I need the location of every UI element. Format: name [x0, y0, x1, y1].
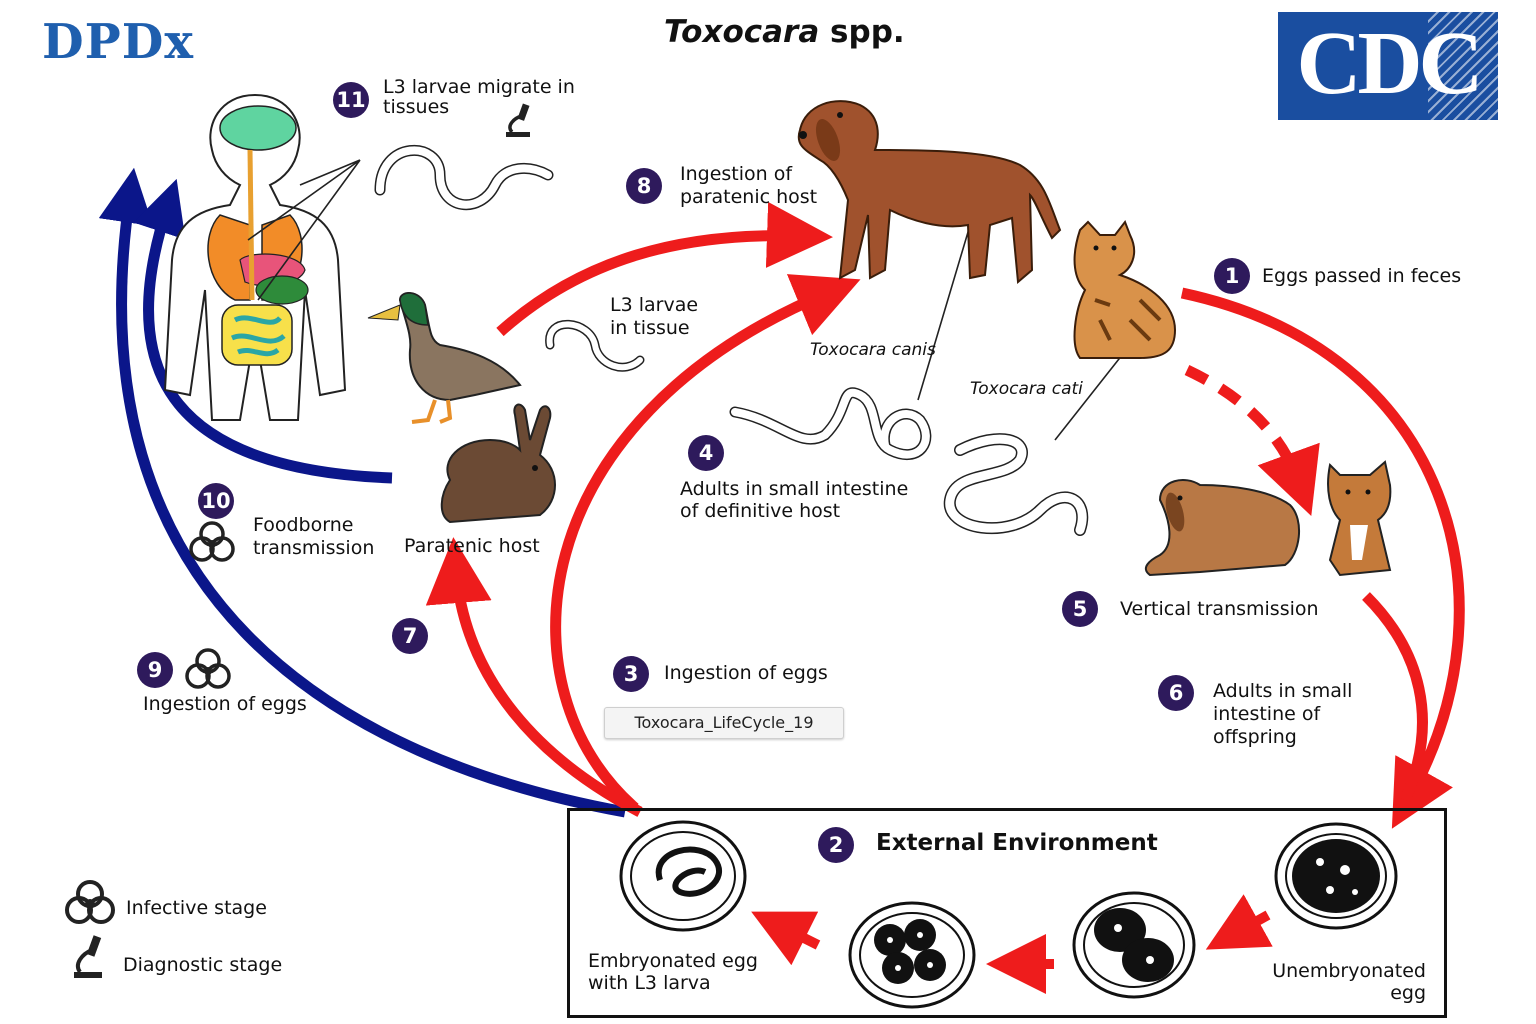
stage-label-4: Adults in small intestine of definitive …	[680, 478, 909, 522]
stage-number-3: 3	[613, 656, 649, 692]
stage-label-11: L3 larvae migrate in tissues	[383, 76, 575, 118]
legend-diagnostic-label: Diagnostic stage	[123, 954, 283, 976]
stage-number-5: 5	[1062, 591, 1098, 627]
biohazard-icon	[189, 521, 235, 562]
title-genus: Toxocara	[664, 14, 820, 50]
microscope-icon	[74, 935, 102, 978]
arrow-egg-3	[751, 911, 821, 966]
page-title: Toxocara spp.	[664, 14, 905, 50]
arrow-5-vertical	[1184, 365, 1320, 517]
dpdx-logo: DPDx	[42, 12, 194, 72]
dog-illustration	[797, 100, 1062, 285]
cdc-logo: CDC	[1278, 12, 1498, 120]
arrow-3-ingestion-eggs-dog	[550, 274, 861, 813]
toxocara-cati-label: Toxocara cati	[970, 379, 1083, 399]
title-suffix: spp.	[830, 14, 905, 50]
legend-infective-label: Infective stage	[126, 897, 267, 919]
stage-number-2: 2	[818, 827, 854, 863]
embryonated-egg	[619, 820, 747, 932]
l3-larvae-tissue-label: L3 larvae in tissue	[610, 294, 699, 339]
biohazard-icon	[65, 880, 115, 924]
image-tooltip: Toxocara_LifeCycle_19	[604, 707, 844, 739]
stage-label-3: Ingestion of eggs	[664, 662, 828, 684]
stage-label-6: Adults in small intestine of offspring	[1213, 680, 1353, 748]
paratenic-host-label: Paratenic host	[404, 535, 540, 557]
stage-number-1: 1	[1214, 258, 1250, 294]
biohazard-icon	[185, 648, 231, 689]
stage-number-9: 9	[137, 652, 173, 688]
arrow-1-eggs-feces	[1180, 287, 1465, 829]
stage-number-7: 7	[392, 618, 428, 654]
toxocara-canis-label: Toxocara canis	[810, 340, 936, 360]
stage-number-8: 8	[626, 168, 662, 204]
egg-two-cell	[1072, 891, 1196, 999]
arrow-8-paratenic-to-dog	[496, 201, 833, 337]
cdc-logo-text: CDC	[1296, 14, 1484, 113]
unembryonated-egg	[1274, 822, 1398, 930]
stage-number-6: 6	[1158, 675, 1194, 711]
unembryonated-egg-label: Unembryonated egg	[1272, 960, 1426, 1004]
cat-illustration	[1073, 219, 1177, 359]
rabbit-illustration	[440, 403, 556, 524]
l3-larva-human	[374, 144, 554, 211]
arrow-egg-1	[1205, 894, 1273, 950]
dpdx-logo-text: DPDx	[42, 14, 194, 70]
stage-number-4: 4	[688, 435, 724, 471]
duck-illustration	[367, 292, 522, 424]
arrow-10-foodborne	[133, 178, 393, 484]
stage-label-2: External Environment	[876, 830, 1158, 856]
stage-label-9: Ingestion of eggs	[143, 693, 307, 715]
arrow-6-offspring	[1362, 592, 1428, 803]
arrow-7-paratenic	[425, 537, 643, 817]
kitten-illustration	[1327, 460, 1392, 577]
stage-label-10: Foodborne transmission	[253, 514, 375, 559]
stage-number-11: 11	[333, 82, 369, 118]
arrow-9-ingestion-eggs-human	[98, 167, 626, 818]
egg-morula	[848, 901, 976, 1009]
external-environment-box	[567, 808, 1447, 1018]
stage-label-5: Vertical transmission	[1120, 598, 1319, 620]
microscope-icon	[506, 103, 530, 137]
stage-number-10: 10	[198, 483, 234, 519]
human-figure	[163, 93, 361, 421]
puppy-illustration	[1144, 479, 1301, 577]
stage-label-1: Eggs passed in feces	[1262, 265, 1462, 287]
stage-label-8: Ingestion of paratenic host	[680, 163, 818, 208]
embryonated-egg-label: Embryonated egg with L3 larva	[588, 950, 758, 994]
